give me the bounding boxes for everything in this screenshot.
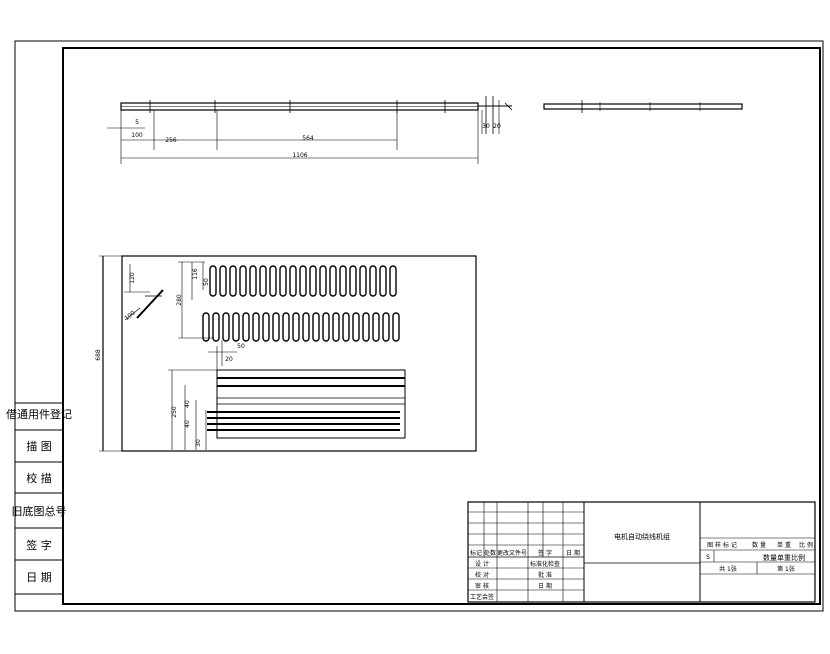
header-sample-mark: 图 样 标 记	[707, 541, 737, 549]
slot	[239, 265, 247, 297]
side-view-bar	[543, 103, 743, 110]
slot	[272, 312, 280, 342]
side-item-signature: 签 字	[26, 538, 52, 552]
rev-header-count: 处数	[484, 549, 496, 557]
slot	[369, 265, 377, 297]
dim-plan-lower-c: 30	[195, 439, 202, 447]
header-scale: 比 例	[799, 541, 813, 549]
header-quantity: 数 量	[752, 541, 766, 549]
slot	[312, 312, 320, 342]
dim-plan-overall-height: 688	[95, 349, 102, 361]
slot	[339, 265, 347, 297]
rev-header-date: 日 期	[566, 549, 580, 557]
side-item-date: 日 期	[26, 571, 52, 584]
slot	[252, 312, 260, 342]
top-view	[107, 96, 513, 164]
stage-mark: S	[706, 554, 710, 561]
plan-view-outline	[121, 255, 477, 452]
rev-header-change-doc: 更改文件号	[497, 549, 527, 557]
side-item-old-base-number: 旧底图总号	[12, 504, 67, 518]
slot	[389, 265, 397, 297]
side-panel: 借通用件登记 描 图 校 描 旧底图总号 签 字 日 期	[6, 402, 72, 595]
plan-view	[99, 255, 477, 452]
dim-top-total: 1106	[292, 152, 307, 159]
header-unit-weight: 单 重	[777, 541, 791, 549]
slot	[359, 265, 367, 297]
slot	[302, 312, 310, 342]
slot	[342, 312, 350, 342]
slot	[282, 312, 290, 342]
slot	[242, 312, 250, 342]
dim-plan-lower-a: 40	[184, 400, 191, 408]
field-approval: 批 准	[538, 571, 552, 579]
slot	[249, 265, 257, 297]
slot	[392, 312, 400, 342]
slot	[222, 312, 230, 342]
dim-top-middle: 564	[302, 135, 314, 142]
slot	[329, 265, 337, 297]
slot	[352, 312, 360, 342]
quantity-row: 数量单重比例	[763, 553, 805, 562]
side-view	[543, 100, 743, 113]
lower-bars	[207, 377, 405, 431]
slot	[322, 312, 330, 342]
role-review: 审 核	[475, 582, 489, 590]
slot	[269, 265, 277, 297]
slot	[229, 265, 237, 297]
slot	[379, 265, 387, 297]
slot	[259, 265, 267, 297]
dim-top-height-a: 30	[482, 123, 490, 130]
sheet-current: 第 1张	[777, 565, 795, 573]
dim-plan-mid-a: 50	[237, 343, 245, 350]
slot	[362, 312, 370, 342]
dim-top-left: 100	[131, 132, 143, 139]
field-standardization-check: 标准化检查	[530, 560, 560, 568]
slot-row-upper	[209, 265, 397, 297]
dim-plan-mid-b: 20	[225, 356, 233, 363]
outer-frame	[14, 40, 824, 612]
slot	[212, 312, 220, 342]
slot	[279, 265, 287, 297]
slot	[319, 265, 327, 297]
title-block	[467, 501, 816, 603]
dim-top-small: 5	[135, 119, 139, 126]
field-date: 日 期	[538, 582, 552, 590]
dim-plan-diagonal: 100	[123, 309, 136, 322]
inner-frame	[62, 47, 821, 605]
slot	[232, 312, 240, 342]
slot-row-lower	[202, 312, 400, 342]
dim-plan-slot-top: 116	[192, 268, 199, 280]
slot	[382, 312, 390, 342]
slot	[292, 312, 300, 342]
dim-plan-lower-height: 250	[171, 406, 178, 418]
side-item-trace: 描 图	[26, 439, 52, 453]
slot	[349, 265, 357, 297]
slot	[202, 312, 210, 342]
side-item-check-trace: 校 描	[26, 471, 52, 485]
slot	[262, 312, 270, 342]
dim-top-height-b: 20	[493, 123, 501, 130]
role-process-signoff: 工艺会签	[470, 593, 494, 601]
dim-plan-slot-pitch: 280	[176, 294, 183, 306]
slot	[299, 265, 307, 297]
side-item-borrow-register: 借通用件登记	[6, 407, 72, 421]
dim-plan-slot-small: 50	[203, 278, 210, 286]
slot	[332, 312, 340, 342]
rev-header-mark: 标记	[470, 549, 482, 557]
slot	[309, 265, 317, 297]
role-proofread: 校 对	[475, 571, 489, 579]
dim-plan-lower-b: 40	[184, 420, 191, 428]
slot	[209, 265, 217, 297]
rev-header-signature: 签 字	[538, 549, 552, 557]
slot	[372, 312, 380, 342]
drawing-name: 电机自动绕线机组	[614, 532, 670, 541]
slot	[289, 265, 297, 297]
sheets-total: 共 1张	[719, 565, 737, 573]
dim-plan-top-offset: 120	[129, 272, 136, 284]
slot	[219, 265, 227, 297]
role-design: 设 计	[475, 560, 489, 568]
dim-top-gap: 256	[165, 137, 177, 144]
